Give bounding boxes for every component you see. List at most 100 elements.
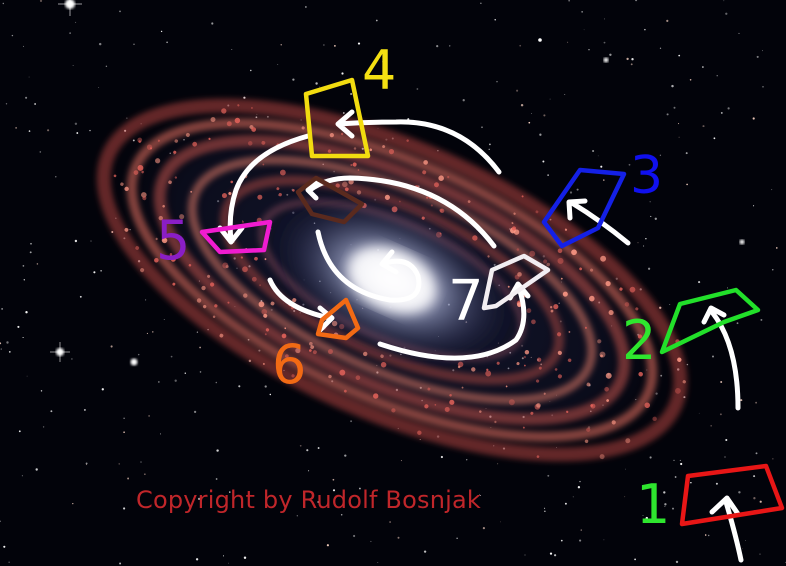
star [422,501,424,503]
knot [185,132,190,137]
star [28,76,30,78]
box-2 [659,287,761,355]
star [25,311,28,314]
star [382,61,384,63]
star [72,503,74,505]
star [577,486,581,489]
star [609,53,612,56]
knot [633,346,638,351]
star [170,355,173,358]
star [659,154,662,156]
star [520,103,524,107]
star [462,99,465,102]
knot [554,368,558,371]
label-7: 7 [448,269,484,334]
star [250,69,252,72]
star [74,239,78,243]
knot [604,386,609,392]
star [315,82,318,85]
knot [449,399,455,405]
star [277,64,279,65]
star [89,129,91,132]
label-4: 4 [362,39,397,102]
box-3 [541,167,627,249]
knot [158,215,163,221]
knot [301,126,305,130]
star [326,544,329,547]
knot [511,226,517,231]
knot [560,277,563,280]
star [644,28,646,31]
star [449,45,451,47]
star [643,245,645,247]
star [299,444,302,447]
knot [210,117,216,123]
label-1: 1 [636,473,671,536]
knot [600,255,607,262]
knot [438,175,444,181]
star [357,42,361,45]
star [759,500,762,503]
star [123,417,125,419]
knot [173,150,177,154]
knot [251,127,257,132]
star [148,415,150,417]
knot [279,169,286,176]
star [215,478,218,480]
star [199,346,201,349]
knot [513,229,520,235]
knot [529,250,536,257]
knot [538,366,542,370]
knot [430,204,433,207]
knot [599,454,605,460]
knot [297,373,302,378]
star [519,44,522,47]
knot [355,375,361,381]
star [353,534,356,538]
star [531,113,532,115]
knot [328,374,332,379]
star [407,118,410,121]
star [5,103,8,105]
star [166,41,168,44]
knot [461,386,464,389]
star [269,393,272,396]
knot [226,121,232,127]
star [34,103,36,105]
knot [237,104,240,107]
knot [467,200,471,203]
knot [353,147,357,150]
star [264,385,267,388]
knot [161,237,168,244]
knot [505,385,508,388]
star [630,63,633,66]
star [193,410,197,414]
star [317,447,320,449]
star [649,201,651,203]
knot [530,411,534,415]
star [133,43,135,45]
arrow-to-box-2 [701,305,741,411]
knot [276,187,280,191]
star [6,341,9,344]
star [119,562,122,565]
star [707,534,710,537]
knot [310,345,315,350]
star [649,456,652,459]
knot [524,349,530,355]
star [760,318,763,321]
star [292,78,295,81]
knot [479,410,482,413]
knot [625,438,631,444]
star [22,265,25,267]
knot [212,315,216,318]
star [370,540,372,543]
star [579,539,582,542]
knot [517,272,522,277]
knot [221,108,227,114]
star [140,461,142,463]
star [679,459,681,461]
knot [557,374,562,379]
star [628,163,631,166]
star [440,455,444,459]
